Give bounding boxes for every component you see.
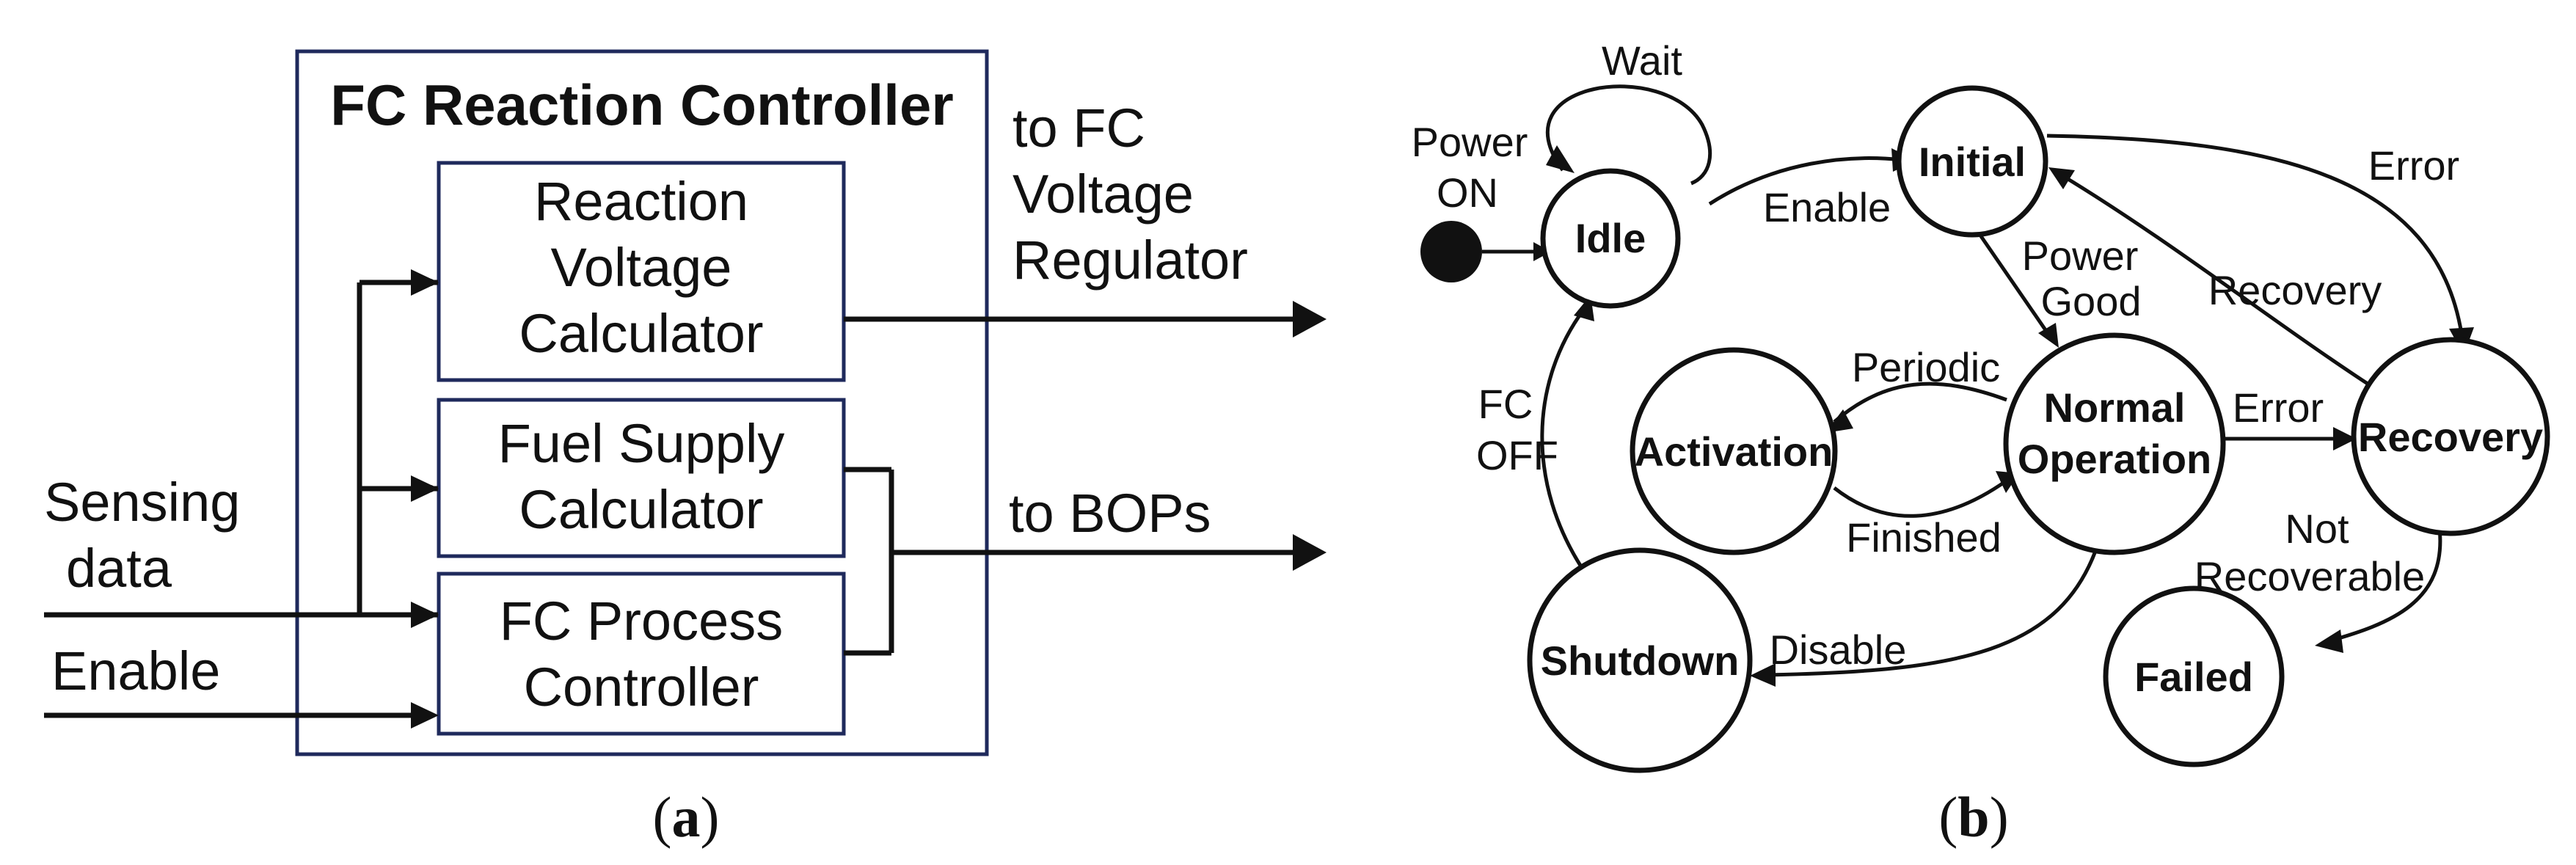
finished-curve [1833, 478, 2008, 518]
fsc-label-line2: Calculator [519, 479, 763, 540]
periodic-label: Periodic [1852, 344, 2000, 390]
state-activation-label: Activation [1635, 428, 1834, 475]
regulator-label-line2: Voltage [1012, 164, 1194, 225]
caption-a: (a) [653, 785, 720, 849]
fcp-label-line2: Controller [524, 657, 759, 718]
state-idle [1540, 168, 1681, 309]
fc-off-curve [1540, 307, 1587, 574]
recovery-back-label: Recovery [2208, 267, 2382, 313]
state-shutdown [1527, 547, 1753, 773]
wait-label: Wait [1602, 37, 1682, 84]
bops-output-connector [844, 467, 1299, 656]
state-idle-label: Idle [1575, 215, 1646, 261]
not-recoverable-label-line2: Recoverable [2194, 553, 2425, 599]
state-normal-operation [2003, 332, 2226, 555]
enable-curve [1708, 156, 1902, 206]
panel-b-state-machine: Power ON [1412, 37, 2550, 849]
not-recoverable-label-line1: Not [2285, 506, 2349, 552]
sensing-data-label-line2: data [66, 538, 172, 599]
state-failed [2103, 585, 2285, 767]
state-failed-label: Failed [2134, 654, 2253, 700]
enable-input-label: Enable [51, 640, 220, 701]
not-recoverable-curve [2325, 528, 2442, 644]
enable-arrowhead [411, 702, 439, 729]
fsc-label-line1: Fuel Supply [498, 413, 785, 474]
state-shutdown-label: Shutdown [1541, 638, 1740, 684]
fc-off-label-line1: FC [1478, 381, 1533, 427]
state-activation [1630, 347, 1838, 555]
state-initial-label: Initial [1919, 139, 2026, 185]
state-normal-label-line2: Operation [2018, 436, 2211, 482]
rvc-label-line3: Calculator [519, 303, 763, 364]
recovery-back-curve [2062, 174, 2371, 387]
fcp-label-line1: FC Process [500, 591, 784, 652]
transition-curves [1540, 84, 2464, 677]
sensing-arrowheads [411, 269, 439, 628]
panel-a-block-diagram: FC Reaction Controller Reaction Voltage … [44, 49, 1327, 849]
disable-label: Disable [1770, 627, 1907, 673]
regulator-label-line1: to FC [1012, 98, 1145, 158]
state-recovery [2351, 337, 2550, 536]
power-on-label-line1: Power [1412, 119, 1528, 165]
rvc-label-line1: Reaction [534, 171, 748, 232]
bops-output-arrowhead [1293, 534, 1327, 571]
reaction-voltage-calculator-block [437, 161, 846, 382]
regulator-output-arrowhead [1293, 301, 1327, 337]
sensing-data-label-line1: Sensing [44, 472, 240, 533]
power-good-label-line1: Power [2022, 233, 2139, 279]
power-good-curve [1979, 235, 2053, 339]
controller-frame [295, 49, 989, 756]
disable-curve [1764, 542, 2101, 677]
enable-label: Enable [1763, 184, 1891, 230]
error-initial-label: Error [2368, 142, 2459, 189]
state-recovery-label: Recovery [2358, 414, 2543, 460]
error-initial-curve [2046, 134, 2464, 335]
start-node [1420, 221, 1482, 282]
state-normal-label-line1: Normal [2044, 384, 2186, 431]
periodic-curve [1833, 382, 2007, 423]
fc-off-label-line2: OFF [1476, 432, 1558, 478]
state-circles [1527, 85, 2550, 773]
controller-title: FC Reaction Controller [330, 73, 953, 137]
regulator-label-line3: Regulator [1012, 230, 1248, 291]
bops-label: to BOPs [1009, 483, 1211, 544]
error-normal-label: Error [2233, 384, 2324, 431]
finished-label: Finished [1846, 514, 2002, 561]
power-on-label-line2: ON [1437, 169, 1498, 216]
wait-loop [1545, 84, 1712, 186]
state-initial [1896, 85, 2048, 238]
fuel-supply-calculator-block [437, 398, 846, 558]
caption-b: (b) [1938, 785, 2008, 849]
rvc-label-line2: Voltage [551, 237, 732, 298]
power-good-label-line2: Good [2041, 278, 2142, 324]
